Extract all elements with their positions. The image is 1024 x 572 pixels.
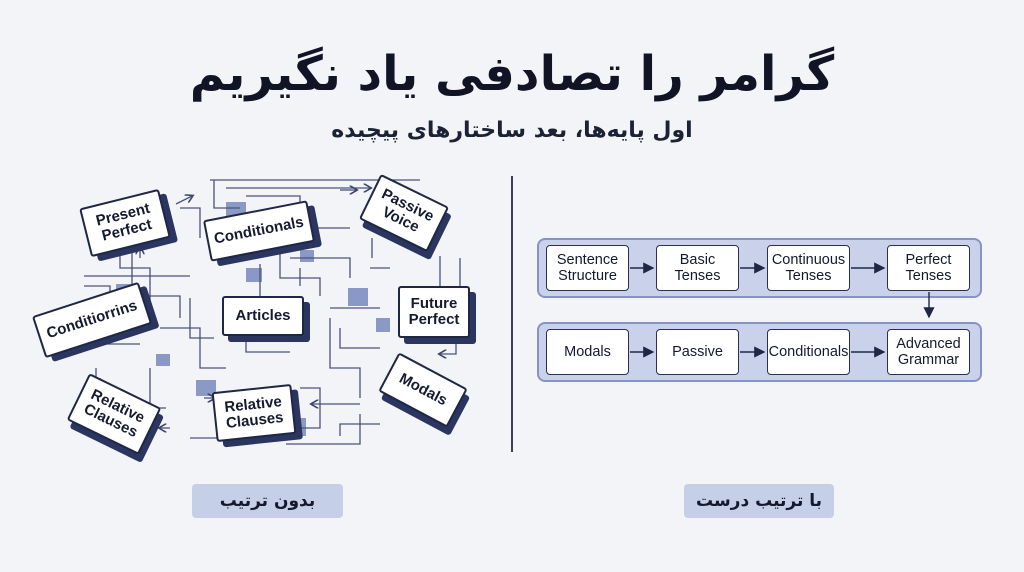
unordered-caption: بدون ترتیب [192,484,343,518]
step-modals: Modals [546,329,629,375]
panel-divider [511,176,513,452]
page-subtitle: اول پایه‌ها، بعد ساختارهای پیچیده [331,118,693,143]
topic-card: Articles [222,296,304,336]
step-conditionals: Conditionals [767,329,850,375]
page-title: گرامر را تصادفی یاد نگیریم [189,46,835,102]
path-lines [84,179,461,445]
step-passive: Passive [656,329,739,375]
ordered-caption: با ترتیب درست [684,484,834,518]
